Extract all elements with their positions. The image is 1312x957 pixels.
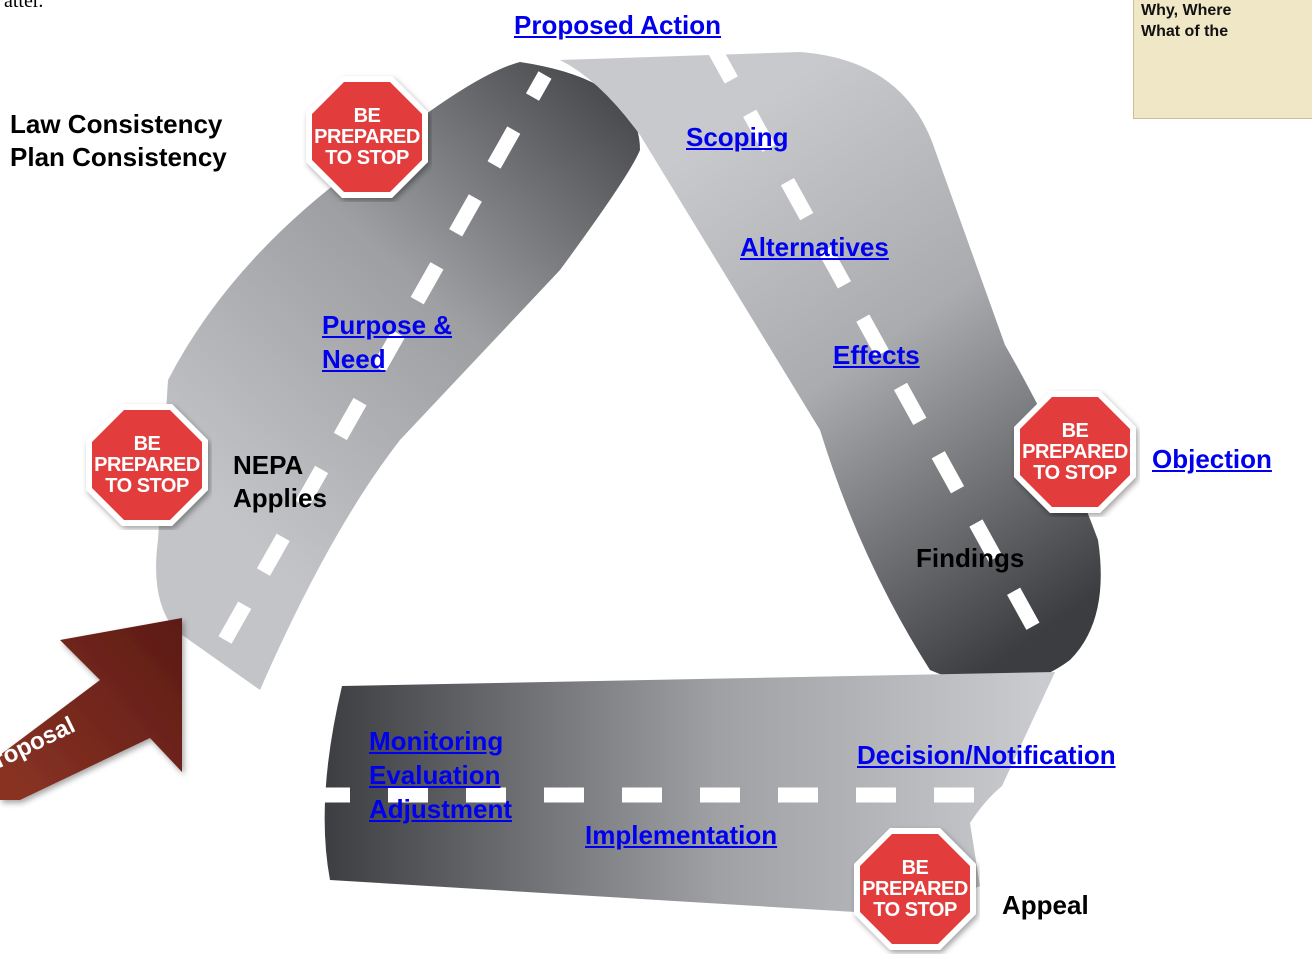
link-adjustment[interactable]: Adjustment [369,794,512,824]
stop-sign-text: BE PREPARED TO STOP [82,400,212,530]
stop-sign-line-2: PREPARED [94,453,200,476]
road-right [560,52,1101,686]
stop-octagon-icon [854,828,976,950]
link-evaluation[interactable]: Evaluation [369,760,501,790]
link-alternatives[interactable]: Alternatives [740,232,889,262]
stop-sign-line-3: TO STOP [105,474,189,497]
stop-sign-text: BE PREPARED TO STOP [850,824,980,954]
link-monitoring[interactable]: Monitoring [369,726,504,756]
link-effects[interactable]: Effects [833,340,920,370]
stop-sign-right: BE PREPARED TO STOP [1010,387,1140,517]
center-line-right [705,41,1042,634]
label-applies: Applies [233,483,327,513]
link-proposed-action[interactable]: Proposed Action [514,10,722,40]
stop-sign-top: BE PREPARED TO STOP [302,72,432,202]
stop-sign-line-3: TO STOP [325,146,409,169]
stop-sign-line-3: TO STOP [873,898,957,921]
note-line-2: What of the [1141,23,1229,40]
stop-octagon-icon [1014,391,1136,513]
label-plan-consistency: Plan Consistency [10,142,227,172]
stop-sign-text: BE PREPARED TO STOP [302,72,432,202]
stop-sign-text: BE PREPARED TO STOP [1010,387,1140,517]
stop-sign-line-1: BE [133,432,161,455]
stop-octagon-icon [306,76,428,198]
stop-sign-line-1: BE [353,104,381,127]
link-objection[interactable]: Objection [1152,444,1272,474]
stop-sign-line-1: BE [1061,419,1089,442]
label-nepa: NEPA [233,450,304,480]
label-findings: Findings [916,543,1025,573]
stop-sign-bottom: BE PREPARED TO STOP [850,824,980,954]
stop-octagon-icon [86,404,208,526]
stop-sign-line-2: PREPARED [314,125,420,148]
proposal-arrow [0,618,182,800]
stop-sign-line-2: PREPARED [862,877,968,900]
note-line-1: Why, Where [1141,2,1232,19]
label-appeal: Appeal [1002,890,1089,920]
label-law-consistency: Law Consistency [10,109,223,139]
road-left [156,62,640,690]
link-scoping[interactable]: Scoping [686,122,789,152]
link-purpose-need-line-2[interactable]: Need [322,344,386,374]
stop-sign-line-2: PREPARED [1022,440,1128,463]
link-implementation[interactable]: Implementation [585,820,778,850]
note-box: Why, Where What of the [1133,0,1312,119]
center-line-left [218,71,552,644]
stop-sign-line-3: TO STOP [1033,461,1117,484]
top-text-fragment: atter. [4,0,44,12]
link-purpose-need-line-1[interactable]: Purpose & [322,310,453,340]
stop-sign-line-1: BE [901,856,929,879]
stop-sign-left: BE PREPARED TO STOP [82,400,212,530]
link-decision-notification[interactable]: Decision/Notification [857,740,1116,770]
